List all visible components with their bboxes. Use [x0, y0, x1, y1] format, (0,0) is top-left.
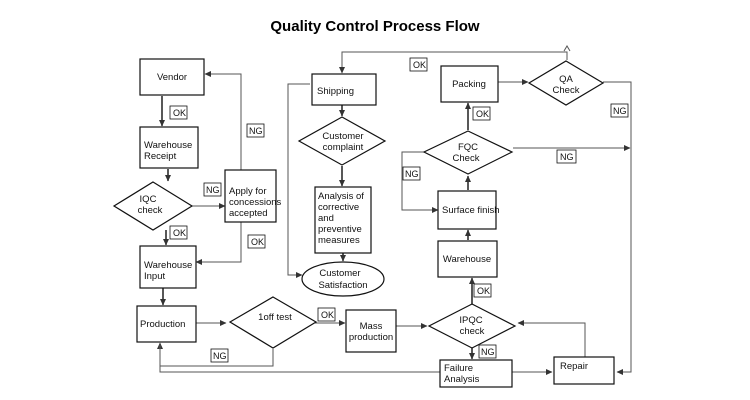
warehouse-input-label-line2: Input: [144, 271, 165, 282]
customer-complaint-line1: Customer: [322, 131, 363, 142]
arrow-failure-production: [159, 345, 440, 373]
ipqc-check-line2: check: [460, 326, 485, 337]
ipqc-check-diamond: IPQC check: [427, 303, 517, 349]
packing-label: Packing: [452, 79, 486, 90]
tag-concession-ng-label: NG: [249, 126, 263, 136]
ipqc-check-line1: IPQC: [459, 315, 482, 326]
warehouse-receipt-label-line2: Receipt: [144, 151, 177, 162]
tag-qa-ok: OK: [409, 57, 428, 72]
iqc-check-label-line2: check: [138, 205, 163, 216]
warehouse-input-box: Warehouse Input: [139, 245, 197, 289]
arrow-fqc-finish: [401, 151, 439, 213]
qa-check-diamond: QA Check: [527, 60, 605, 106]
apply-concessions-line2: concessions: [229, 197, 282, 208]
tag-iqc-ok: OK: [169, 225, 188, 240]
mass-production-line2: production: [349, 332, 393, 343]
tag-oneoff-ok-label: OK: [321, 310, 334, 320]
customer-complaint-diamond: Customer complaint: [297, 116, 387, 166]
tag-oneoff-ok: OK: [317, 307, 336, 322]
qa-check-line1: QA: [559, 74, 573, 85]
iqc-check-label-line1: IQC: [140, 194, 157, 205]
arrow-concession-input: [195, 222, 242, 265]
tag-ipqc-ng: NG: [478, 344, 497, 359]
mass-production-box: Mass production: [345, 309, 397, 353]
repair-box: Repair: [553, 356, 615, 385]
tag-fqc-ng-right-label: NG: [560, 152, 574, 162]
analysis-measures-line3: and: [318, 213, 334, 224]
tag-warehouse-ok: OK: [473, 283, 492, 298]
analysis-measures-line2: corrective: [318, 202, 359, 213]
apply-concessions-line3: accepted: [229, 208, 268, 219]
iqc-check-diamond: IQC check: [112, 181, 194, 231]
one-off-test-diamond: 1off test: [228, 296, 318, 349]
tag-concession-ng: NG: [246, 123, 265, 138]
tag-vendor-ok: OK: [169, 105, 188, 120]
arrow-qa-repair: [603, 81, 632, 375]
arrow-repair-ipqc: [517, 320, 586, 358]
tag-concession-ok-label: OK: [251, 237, 264, 247]
warehouse-receipt-box: Warehouse Receipt: [139, 126, 199, 169]
warehouse-label: Warehouse: [443, 254, 491, 265]
tag-fqc-ng-right: NG: [556, 149, 577, 164]
tag-qa-ng: NG: [610, 103, 629, 118]
tag-packing-ok: OK: [472, 106, 491, 121]
customer-satisfaction-line2: Satisfaction: [318, 280, 367, 291]
one-off-test-label: 1off test: [258, 312, 292, 323]
production-label: Production: [140, 319, 185, 330]
tag-ipqc-ng-label: NG: [481, 347, 495, 357]
apply-concessions-box: Apply for concessions accepted: [224, 169, 282, 223]
warehouse-input-label-line1: Warehouse: [144, 260, 192, 271]
shipping-label: Shipping: [317, 86, 354, 97]
tag-concession-ok: OK: [247, 234, 266, 249]
tag-production-ng-label: NG: [213, 351, 227, 361]
tag-qa-ng-label: NG: [613, 106, 627, 116]
vendor-label: Vendor: [157, 72, 187, 83]
fqc-check-line1: FQC: [458, 142, 478, 153]
packing-box: Packing: [440, 65, 499, 103]
tag-iqc-ng-label: NG: [206, 185, 220, 195]
fqc-check-line2: Check: [453, 153, 480, 164]
repair-label: Repair: [560, 361, 588, 372]
analysis-measures-box: Analysis of corrective and preventive me…: [314, 186, 372, 254]
tag-qa-ok-label: OK: [413, 60, 426, 70]
production-box: Production: [136, 305, 197, 343]
tag-fqc-ng-left: NG: [402, 166, 421, 181]
warehouse-receipt-label-line1: Warehouse: [144, 140, 192, 151]
diagram-title: Quality Control Process Flow: [270, 18, 480, 35]
surface-finish-label: Surface finish: [442, 205, 500, 216]
failure-analysis-box: Failure Analysis: [439, 359, 513, 388]
tag-iqc-ng: NG: [203, 182, 222, 197]
warehouse-box: Warehouse: [437, 240, 498, 278]
analysis-measures-line1: Analysis of: [318, 191, 364, 202]
arrow-shipping-satisfaction: [287, 83, 310, 278]
failure-analysis-line1: Failure: [444, 363, 473, 374]
shipping-box: Shipping: [311, 73, 377, 106]
vendor-box: Vendor: [139, 58, 205, 96]
customer-complaint-line2: complaint: [323, 142, 364, 153]
surface-finish-box: Surface finish: [437, 190, 500, 230]
mass-production-line1: Mass: [360, 321, 383, 332]
arrow-qa-shipping: [339, 51, 568, 74]
customer-satisfaction-ellipse: Customer Satisfaction: [301, 261, 385, 297]
loop-caret: [563, 45, 571, 52]
tag-iqc-ok-label: OK: [173, 228, 186, 238]
tag-packing-ok-label: OK: [476, 109, 489, 119]
customer-satisfaction-line1: Customer: [319, 268, 360, 279]
qa-check-line2: Check: [553, 85, 580, 96]
analysis-measures-line5: measures: [318, 235, 360, 246]
analysis-measures-line4: preventive: [318, 224, 362, 235]
tag-warehouse-ok-label: OK: [477, 286, 490, 296]
tag-fqc-ng-left-label: NG: [405, 169, 419, 179]
fqc-check-diamond: FQC Check: [422, 130, 514, 175]
apply-concessions-line1: Apply for: [229, 186, 267, 197]
arrow-concession-vendor: [204, 71, 242, 170]
connectors: [157, 45, 632, 375]
tag-production-ng: NG: [210, 348, 229, 363]
tag-vendor-ok-label: OK: [173, 108, 186, 118]
failure-analysis-line2: Analysis: [444, 374, 480, 385]
